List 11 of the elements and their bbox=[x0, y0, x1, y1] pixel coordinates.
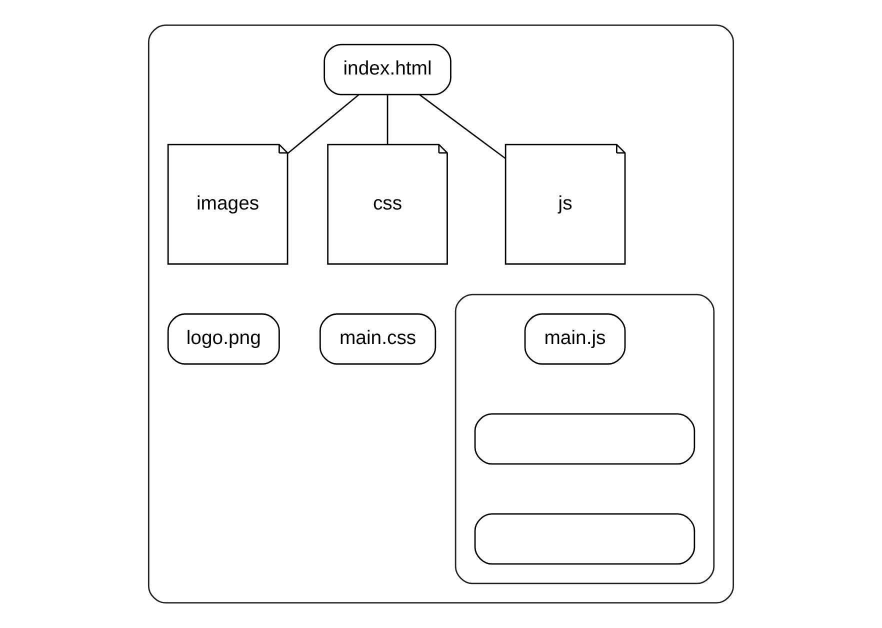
node-box: logo.png bbox=[167, 313, 280, 365]
node-box: index.html bbox=[324, 44, 452, 96]
connector bbox=[419, 94, 506, 159]
cluster bbox=[454, 294, 715, 584]
connector bbox=[287, 94, 360, 154]
node-box bbox=[474, 413, 696, 465]
node-box: main.js bbox=[524, 313, 626, 365]
connector bbox=[386, 95, 388, 144]
node-box bbox=[474, 513, 696, 565]
cluster bbox=[148, 24, 734, 604]
node-box: main.css bbox=[319, 313, 436, 365]
